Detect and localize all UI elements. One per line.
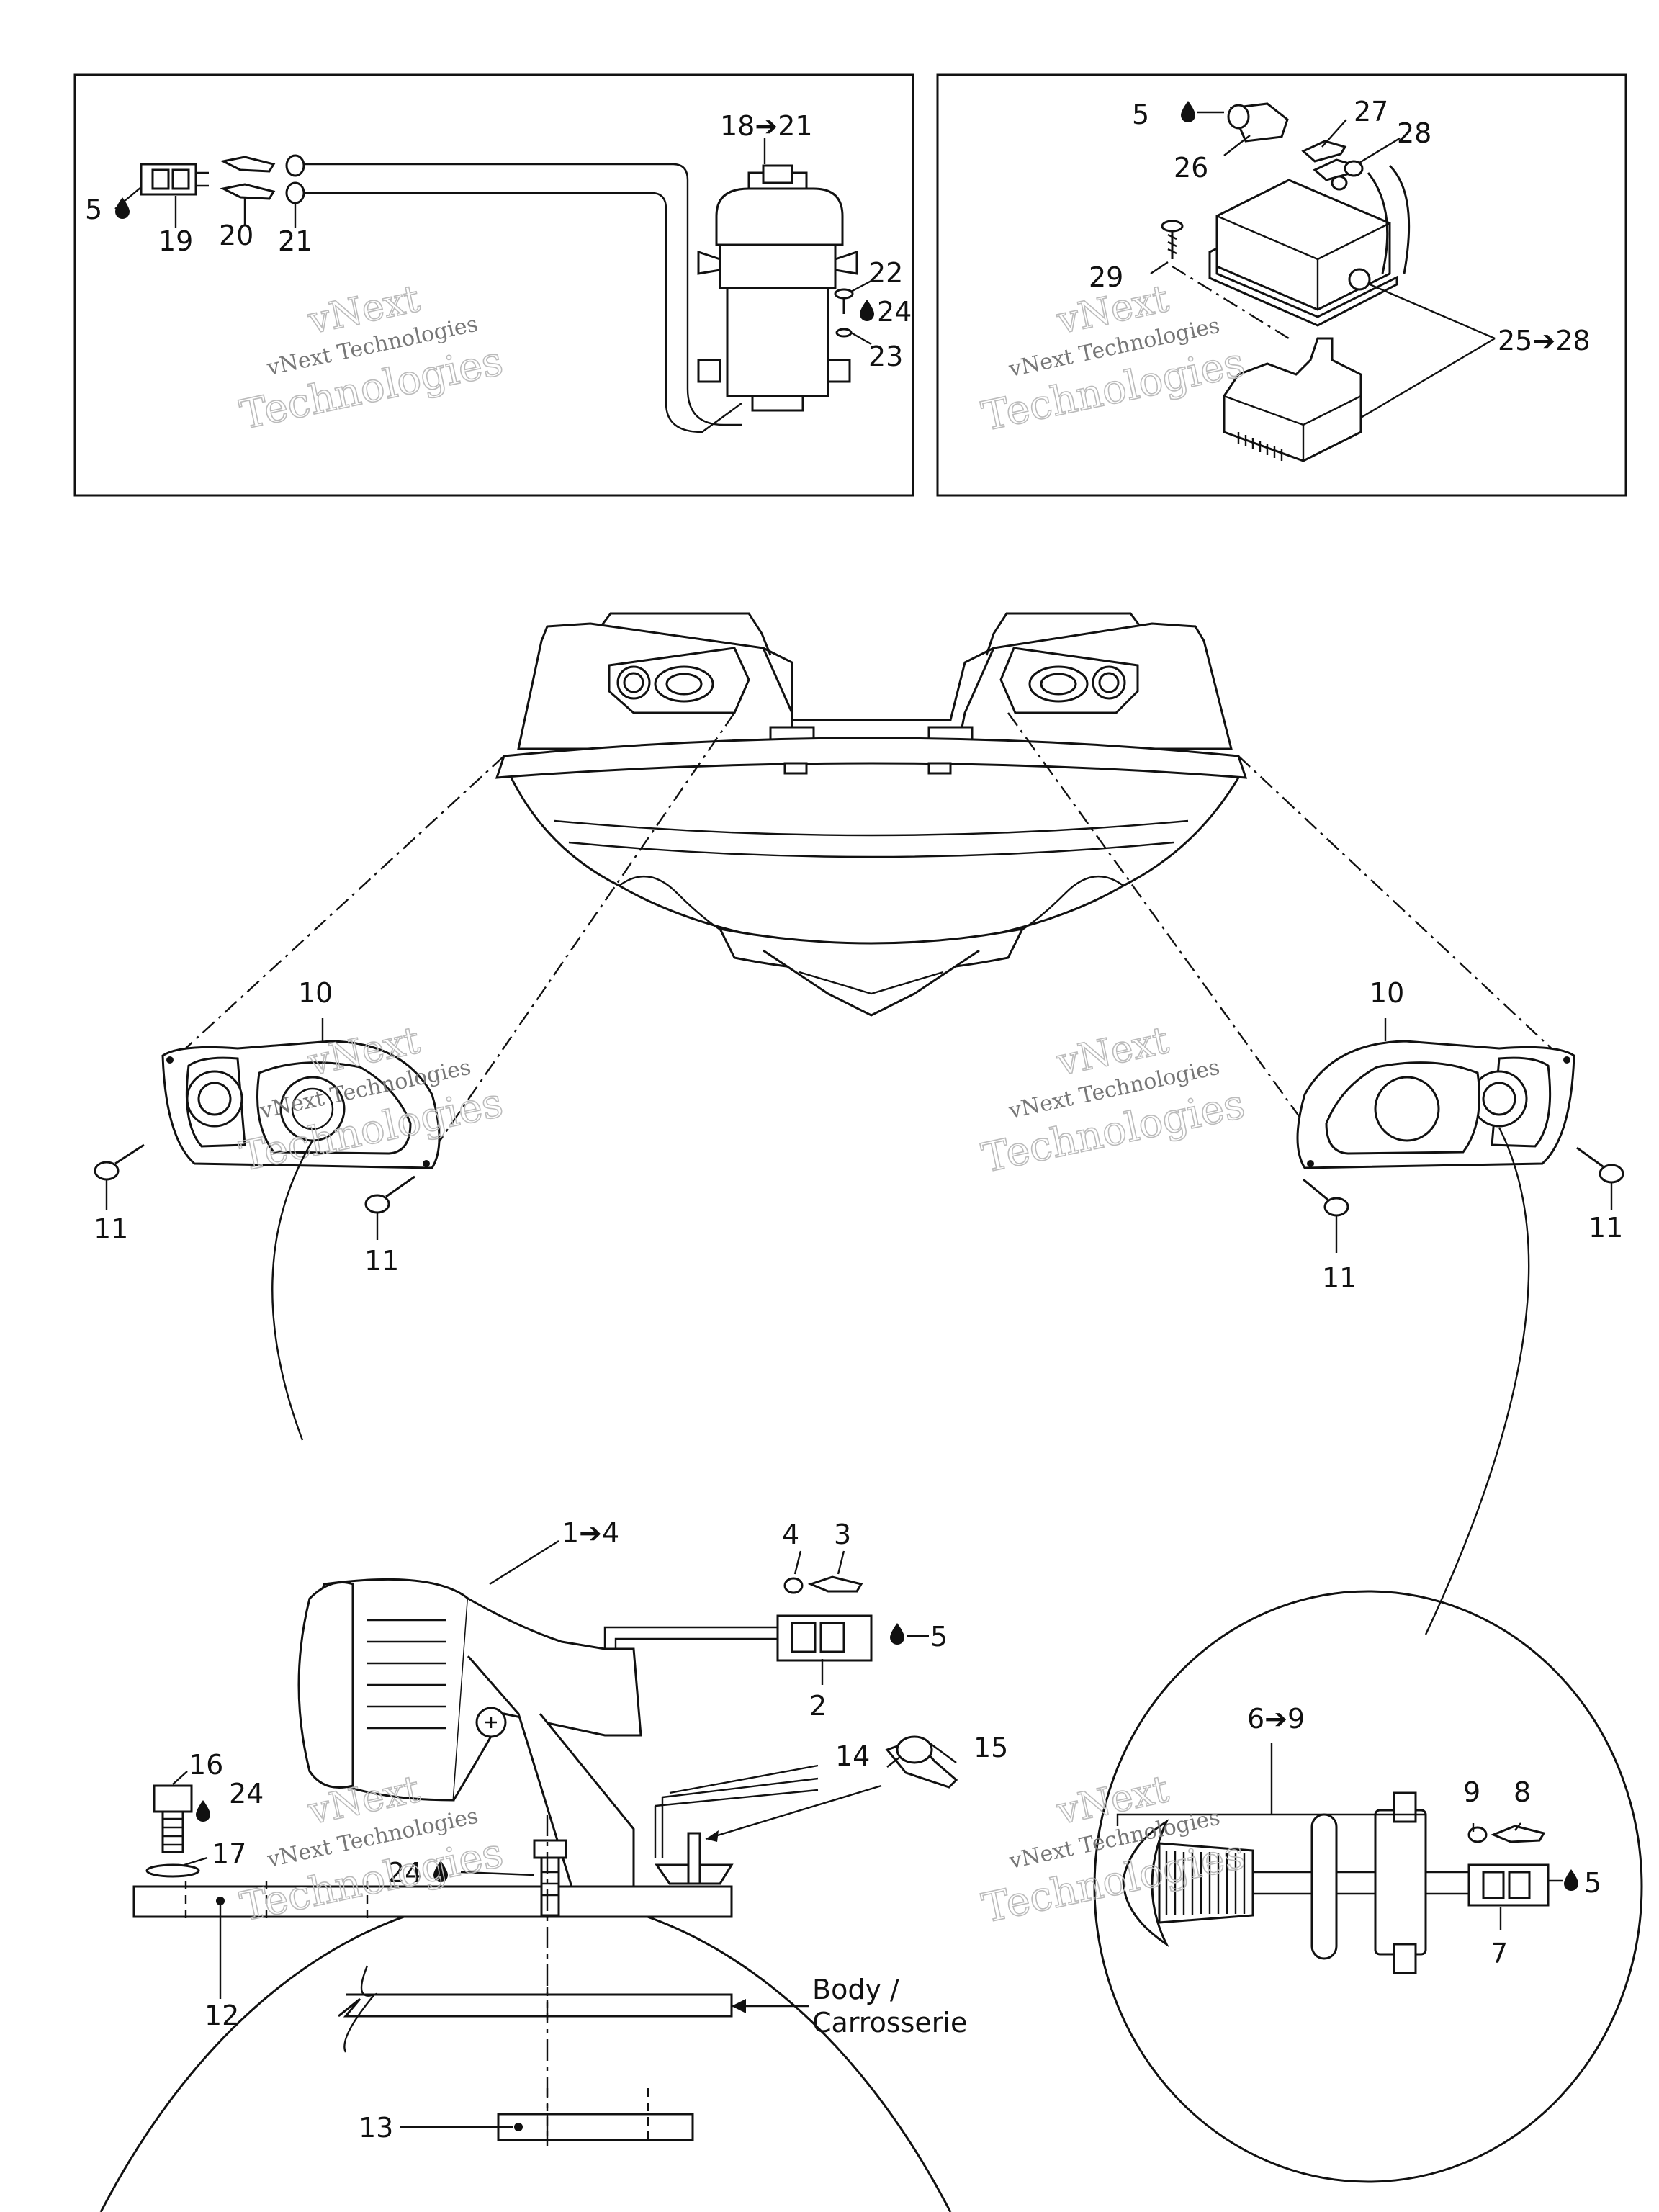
relay-bracket: [1223, 337, 1362, 462]
callout-17: 17: [212, 1838, 246, 1870]
callout-22: 22: [868, 257, 903, 289]
callout-27: 27: [1354, 96, 1388, 127]
left-detail-circle: 1➔4 4 3 5 2 16 24 17 24 15 14 12 13 Body…: [99, 1517, 1008, 2212]
callout-20: 20: [219, 220, 253, 251]
body-label-2: Carrosserie: [812, 2007, 967, 2038]
callout-11-right-a: 11: [1588, 1212, 1623, 1244]
callout-29: 29: [1089, 261, 1123, 293]
callout-18-21: 18➔21: [720, 110, 813, 142]
body-panel: [338, 1965, 733, 2053]
panel-pump: 18➔21 5 19 20 21 22 24 23 vNext vNext Te…: [73, 73, 914, 497]
lubricant-drop-icon: [860, 300, 874, 321]
watermark: vNext vNext Technologies Technologies: [977, 1018, 1249, 1182]
terminals-20: [220, 156, 276, 200]
callout-10-right: 10: [1370, 977, 1404, 1009]
lubricant-drop-icon: [196, 1800, 210, 1822]
callout-3: 3: [834, 1519, 851, 1550]
callout-5: 5: [1584, 1867, 1601, 1899]
screw-22: [834, 288, 854, 314]
callout-13: 13: [359, 2112, 393, 2144]
callout-11-left-b: 11: [364, 1245, 399, 1277]
callout-12: 12: [204, 2000, 239, 2031]
callout-5: 5: [1132, 99, 1149, 130]
callout-9: 9: [1463, 1776, 1480, 1808]
bolt-16: [153, 1784, 193, 1853]
callout-24: 24: [877, 296, 912, 328]
spotlight-housing: [1122, 1791, 1469, 1974]
callout-28: 28: [1397, 117, 1431, 149]
lubricant-drop-icon: [1564, 1869, 1578, 1891]
callout-2: 2: [809, 1690, 827, 1722]
screw-11: [94, 1143, 145, 1210]
plate-13: [497, 2113, 694, 2141]
seal-9: [1467, 1826, 1488, 1843]
connector-2: [776, 1614, 873, 1662]
callout-16: 16: [189, 1749, 223, 1781]
washer-23: [835, 328, 853, 338]
callout-15: 15: [974, 1732, 1008, 1763]
callout-7: 7: [1491, 1938, 1508, 1969]
callout-10-left: 10: [298, 977, 333, 1009]
left-light-bezel: [161, 1040, 441, 1169]
callout-6-9: 6➔9: [1247, 1703, 1305, 1735]
seals-21: [285, 154, 305, 204]
callout-24-b: 24: [387, 1857, 422, 1889]
callout-24-a: 24: [229, 1778, 264, 1809]
base-plate-12: [132, 1885, 733, 1918]
cable-clip: [654, 1735, 958, 1885]
screw-11: [364, 1175, 415, 1240]
callout-26: 26: [1174, 152, 1208, 184]
callout-4: 4: [782, 1519, 799, 1550]
connector-19: [140, 163, 209, 196]
bilge-pump: [697, 164, 858, 412]
screw-11: [1303, 1178, 1349, 1253]
callout-21: 21: [278, 225, 313, 257]
terminal-3: [807, 1575, 863, 1593]
watercraft-front-view: [495, 612, 1248, 1017]
seal-28: [1344, 160, 1364, 177]
lubricant-drop-icon: [433, 1861, 448, 1882]
connector-26: [1227, 102, 1289, 143]
washer-17: [145, 1863, 200, 1878]
lubricant-drop-icon: [1181, 101, 1195, 122]
callout-5: 5: [930, 1621, 948, 1653]
watermark: vNext vNext Technologies Technologies: [235, 276, 508, 439]
seal-4: [783, 1577, 804, 1594]
callout-14: 14: [835, 1740, 870, 1772]
callout-11-left-a: 11: [94, 1213, 128, 1245]
connector-7: [1467, 1863, 1550, 1907]
seal-28b: [1331, 175, 1348, 191]
screw-29: [1161, 220, 1184, 259]
plate-bolt: [533, 1839, 567, 1917]
callout-1-4: 1➔4: [562, 1517, 619, 1549]
relay-module: [1208, 164, 1411, 327]
right-detail-circle: 6➔9 9 8 5 7 vNext vNext Technologies Tec…: [978, 1590, 1643, 2183]
callout-5: 5: [85, 194, 102, 225]
body-label-1: Body /: [812, 1974, 899, 2005]
lubricant-drop-icon: [890, 1623, 904, 1645]
terminal-8: [1491, 1825, 1546, 1843]
screw-11: [1576, 1146, 1624, 1210]
lamp-assembly: [297, 1578, 642, 1902]
callout-8: 8: [1514, 1776, 1531, 1808]
panel-relay: 5 27 28 26 29 25➔28 vNext vNext Technolo…: [936, 73, 1627, 497]
right-light-bezel: [1296, 1040, 1575, 1169]
lubricant-drop-icon: [115, 197, 130, 219]
callout-19: 19: [158, 225, 193, 257]
callout-11-right-b: 11: [1322, 1262, 1357, 1294]
callout-25-28: 25➔28: [1498, 325, 1591, 356]
watermark: vNext vNext Technologies Technologies: [977, 276, 1249, 441]
callout-23: 23: [868, 341, 903, 372]
